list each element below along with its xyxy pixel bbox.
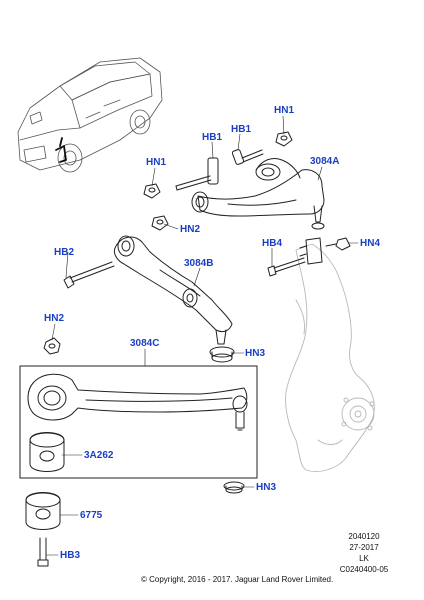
nut-hn4 (325, 237, 351, 251)
vehicle-locator-illustration (17, 57, 163, 173)
steering-knuckle-ghosted (285, 243, 375, 472)
callout-hn1-top: HN1 (274, 105, 295, 116)
callout-hb2: HB2 (54, 247, 75, 258)
callout-hn4: HN4 (360, 238, 381, 249)
callout-3084c: 3084C (130, 338, 160, 349)
reference-code: LK (359, 554, 369, 563)
callout-hn3-upper: HN3 (245, 348, 266, 359)
bushing-6775 (25, 492, 61, 530)
lower-control-arm-3084c (27, 373, 248, 431)
bolt-hb4 (267, 257, 306, 277)
callout-hn2-upper: HN2 (180, 224, 201, 235)
upper-control-arm-3084a (191, 157, 325, 230)
bolt-hb2 (63, 261, 115, 289)
callout-hn1-left: HN1 (146, 157, 167, 168)
nut-hn1-top (275, 131, 293, 147)
knuckle-clamp (299, 237, 323, 265)
nut-hn2-lower (43, 337, 61, 355)
callout-hn3-lower: HN3 (256, 482, 277, 493)
callout-hb3: HB3 (60, 550, 81, 561)
reference-number: 2040120 (348, 532, 380, 541)
callout-3084a: 3084A (310, 156, 340, 167)
bolt-hb1-right (231, 149, 264, 165)
lower-control-arm-3084b (113, 235, 233, 345)
bolt-hb3 (37, 537, 49, 567)
nut-hn2-upper (151, 215, 169, 231)
callout-hb1-right: HB1 (231, 124, 252, 135)
kit-box-3084c (19, 365, 258, 479)
nut-hn3-lower (223, 481, 245, 494)
callout-hn2-lower: HN2 (44, 313, 65, 324)
callout-3084b: 3084B (184, 258, 214, 269)
reference-date: 27-2017 (349, 543, 379, 552)
nut-hn3-upper (209, 346, 235, 363)
callout-hb1-left: HB1 (202, 132, 223, 143)
copyright-notice: © Copyright, 2016 - 2017. Jaguar Land Ro… (141, 575, 334, 584)
callout-6775: 6775 (80, 510, 103, 521)
illustration-id: C0240400-05 (339, 565, 389, 574)
bushing-3a262 (29, 432, 65, 472)
callout-3a262: 3A262 (84, 450, 114, 461)
bolt-hb1-left (175, 157, 219, 191)
locator-highlight-icon (55, 137, 67, 163)
callout-hb4: HB4 (262, 238, 283, 249)
nut-hn1-left (143, 183, 161, 199)
leader-lines (45, 115, 359, 556)
